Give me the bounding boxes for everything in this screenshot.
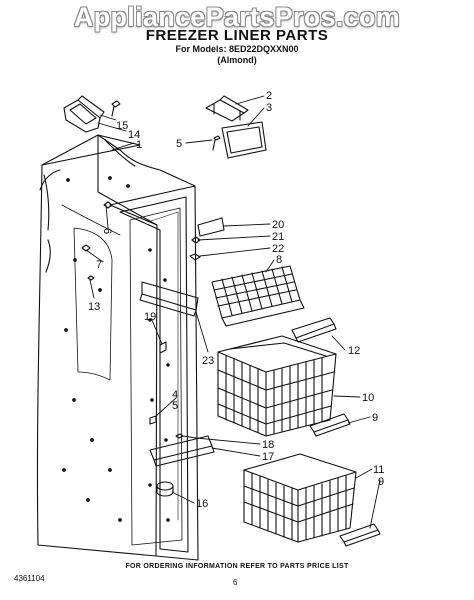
models-line: For Models: 8ED22DQXXN00 — [175, 44, 299, 54]
callout-15: 15 — [116, 120, 128, 132]
callout-12: 12 — [348, 345, 360, 357]
callout-20: 20 — [272, 219, 284, 231]
callout-5-mid: 5 — [172, 400, 178, 412]
callout-4: 4 — [172, 389, 178, 401]
callout-22: 22 — [272, 243, 284, 255]
freezer-liner — [36, 134, 199, 561]
watermark: AppliancePartsPros.com — [73, 2, 401, 32]
callout-13: 13 — [88, 301, 100, 313]
callout-6: 6 — [101, 228, 113, 234]
callout-16: 16 — [196, 498, 208, 510]
foot-cap-16 — [156, 481, 174, 497]
callout-7: 7 — [96, 259, 102, 271]
callout-18: 18 — [262, 439, 274, 451]
callout-9-upper: 9 — [372, 412, 378, 424]
wire-shelf — [211, 265, 305, 327]
rail-23 — [139, 281, 199, 317]
callout-2: 2 — [266, 90, 272, 102]
callout-19: 19 — [144, 311, 156, 323]
callout-9-lower: 9 — [378, 476, 384, 488]
callout-3: 3 — [266, 102, 272, 114]
callout-8: 8 — [276, 254, 282, 266]
callout-5-top: 5 — [176, 138, 182, 150]
callout-1: 1 — [136, 139, 142, 151]
callout-numbers: 15 14 1 2 3 5 6 7 13 20 21 22 8 19 12 23… — [88, 90, 384, 510]
rail-17 — [149, 435, 215, 467]
rail-12 — [291, 317, 337, 343]
callout-21: 21 — [272, 231, 284, 243]
basket-lower — [243, 453, 357, 543]
callout-14: 14 — [128, 129, 140, 141]
callout-17: 17 — [262, 451, 274, 463]
diagram-title: FREEZER LINER PARTS — [145, 27, 329, 44]
document-number: 4361104 — [14, 574, 45, 583]
basket-upper — [217, 335, 337, 437]
callout-11: 11 — [373, 464, 384, 476]
ordering-note: FOR ORDERING INFORMATION REFER TO PARTS … — [125, 563, 349, 570]
basket-front-bar-upper — [309, 413, 351, 437]
screw-18 — [175, 433, 197, 439]
callout-23: 23 — [202, 355, 214, 367]
callout-10: 10 — [362, 392, 374, 404]
basket-front-bar-lower — [339, 523, 381, 547]
color-line: (Almond) — [217, 55, 257, 65]
leader-lines — [85, 95, 381, 529]
top-bracket-assembly — [63, 95, 121, 133]
page-number: 6 — [233, 578, 238, 587]
damper-assembly — [205, 95, 267, 159]
